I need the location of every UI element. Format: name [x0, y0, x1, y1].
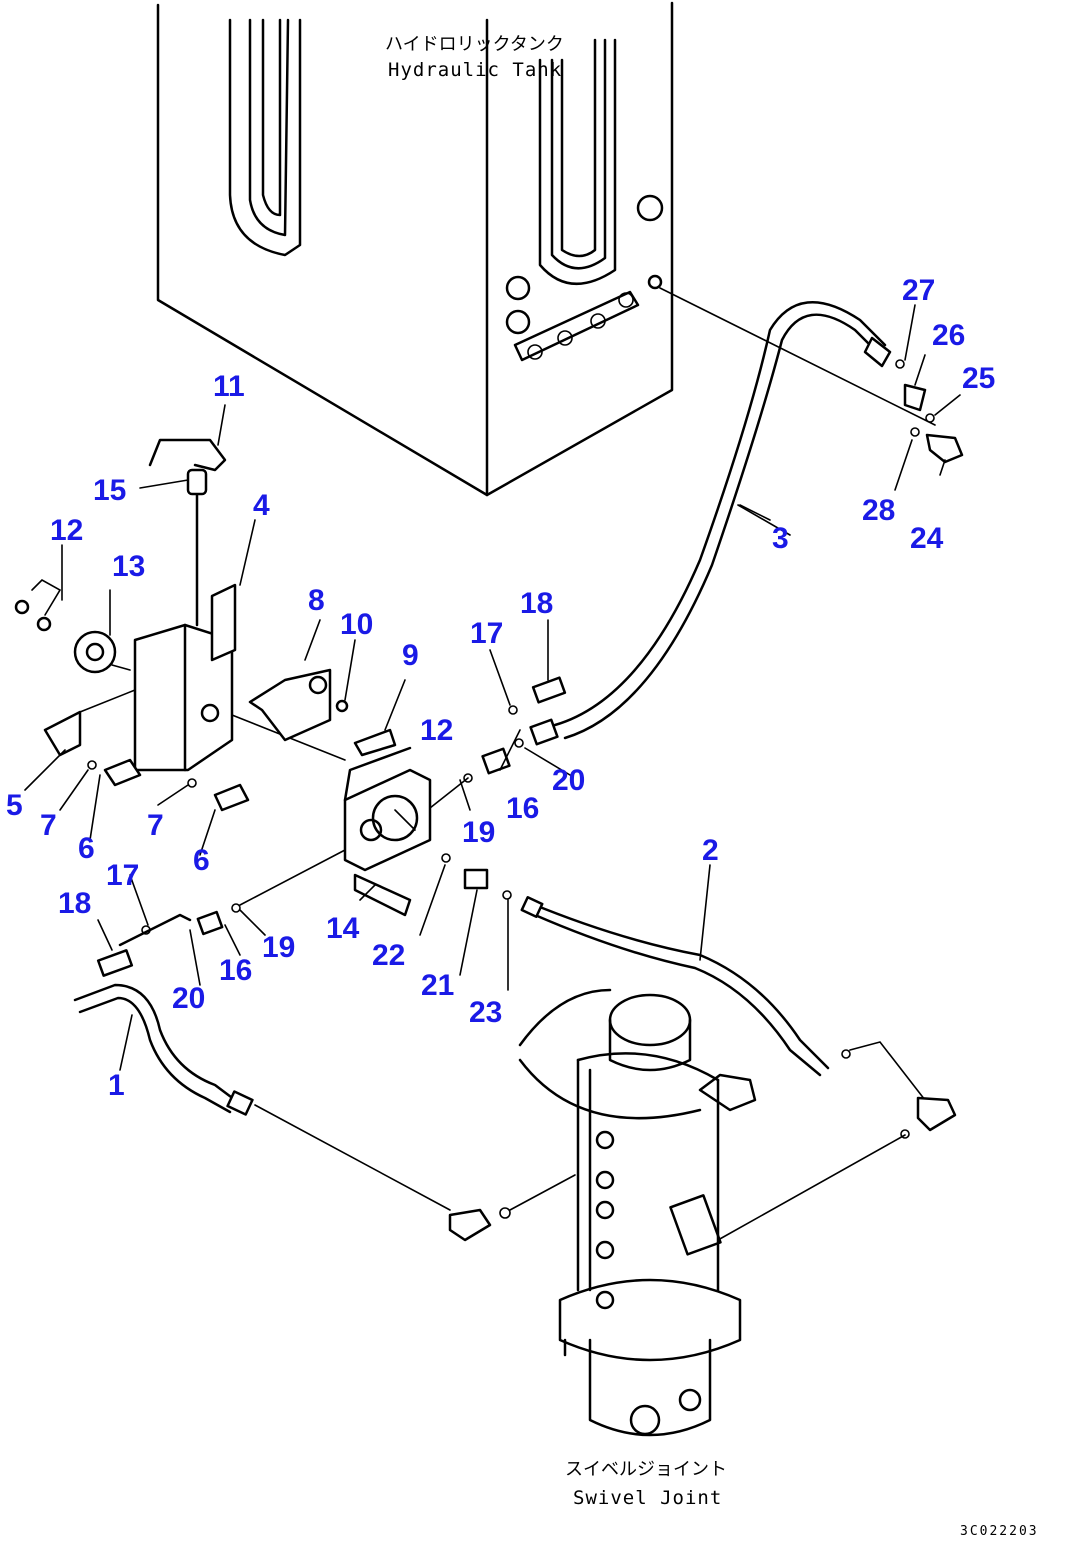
- callout-19a: 19: [462, 816, 495, 849]
- callout-5: 5: [6, 789, 23, 822]
- callout-19b: 19: [262, 931, 295, 964]
- callout-24: 24: [910, 522, 944, 555]
- callout-7b: 7: [147, 809, 164, 842]
- callout-17b: 17: [106, 859, 139, 892]
- callout-20b: 20: [172, 982, 205, 1015]
- tank-label-en: Hydraulic Tank: [388, 59, 562, 81]
- callout-8: 8: [308, 584, 325, 617]
- sprocket-13: [73, 630, 131, 674]
- callout-12a: 12: [50, 514, 83, 547]
- callout-27: 27: [902, 274, 935, 307]
- callout-25: 25: [962, 362, 995, 395]
- callout-6a: 6: [78, 832, 95, 865]
- callout-12b: 12: [420, 714, 453, 747]
- callout-3: 3: [772, 522, 789, 555]
- pump-assembly: [343, 746, 432, 917]
- bolt-9: [335, 699, 397, 757]
- callout-4: 4: [253, 489, 270, 522]
- drawing-code: 3C022203: [960, 1524, 1039, 1539]
- fittings-right: [429, 676, 567, 809]
- callout-17a: 17: [470, 617, 503, 650]
- callouts: 1 2 3 4 5 6 6 7 7 8 9 10 11 12 12 13 14 …: [6, 274, 995, 1102]
- callout-13: 13: [112, 550, 145, 583]
- callout-9: 9: [402, 639, 419, 672]
- callout-7a: 7: [40, 809, 57, 842]
- hose-3: [553, 287, 936, 740]
- small-parts: [14, 359, 964, 812]
- callout-23: 23: [469, 996, 502, 1029]
- callout-6b: 6: [193, 844, 210, 877]
- callout-11: 11: [213, 370, 245, 403]
- callout-21: 21: [421, 969, 454, 1002]
- callout-26: 26: [932, 319, 965, 352]
- bracket-4: [43, 583, 346, 772]
- hose-1: [73, 983, 576, 1242]
- fittings-left: [96, 849, 512, 991]
- callout-16b: 16: [219, 954, 252, 987]
- swivel-label-en: Swivel Joint: [573, 1487, 722, 1509]
- callout-20a: 20: [552, 764, 585, 797]
- leader-lines: [24, 304, 961, 1071]
- callout-1: 1: [108, 1069, 125, 1102]
- hose-2: [520, 896, 957, 1132]
- lever-11: [148, 438, 227, 627]
- callout-22: 22: [372, 939, 405, 972]
- hydraulic-tank: ハイドロリックタンク Hydraulic Tank: [156, 1, 674, 497]
- callout-10: 10: [340, 608, 373, 641]
- callout-14: 14: [326, 912, 360, 945]
- plate-8: [248, 668, 332, 742]
- swivel-label-jp: スイベルジョイント: [565, 1459, 727, 1480]
- callout-2: 2: [702, 834, 719, 867]
- swivel-joint: スイベルジョイント Swivel Joint: [518, 988, 910, 1509]
- callout-15: 15: [93, 474, 126, 507]
- callout-16a: 16: [506, 792, 539, 825]
- callout-18b: 18: [58, 887, 91, 920]
- callout-28: 28: [862, 494, 895, 527]
- callout-18a: 18: [520, 587, 553, 620]
- tank-label-jp: ハイドロリックタンク: [385, 34, 564, 55]
